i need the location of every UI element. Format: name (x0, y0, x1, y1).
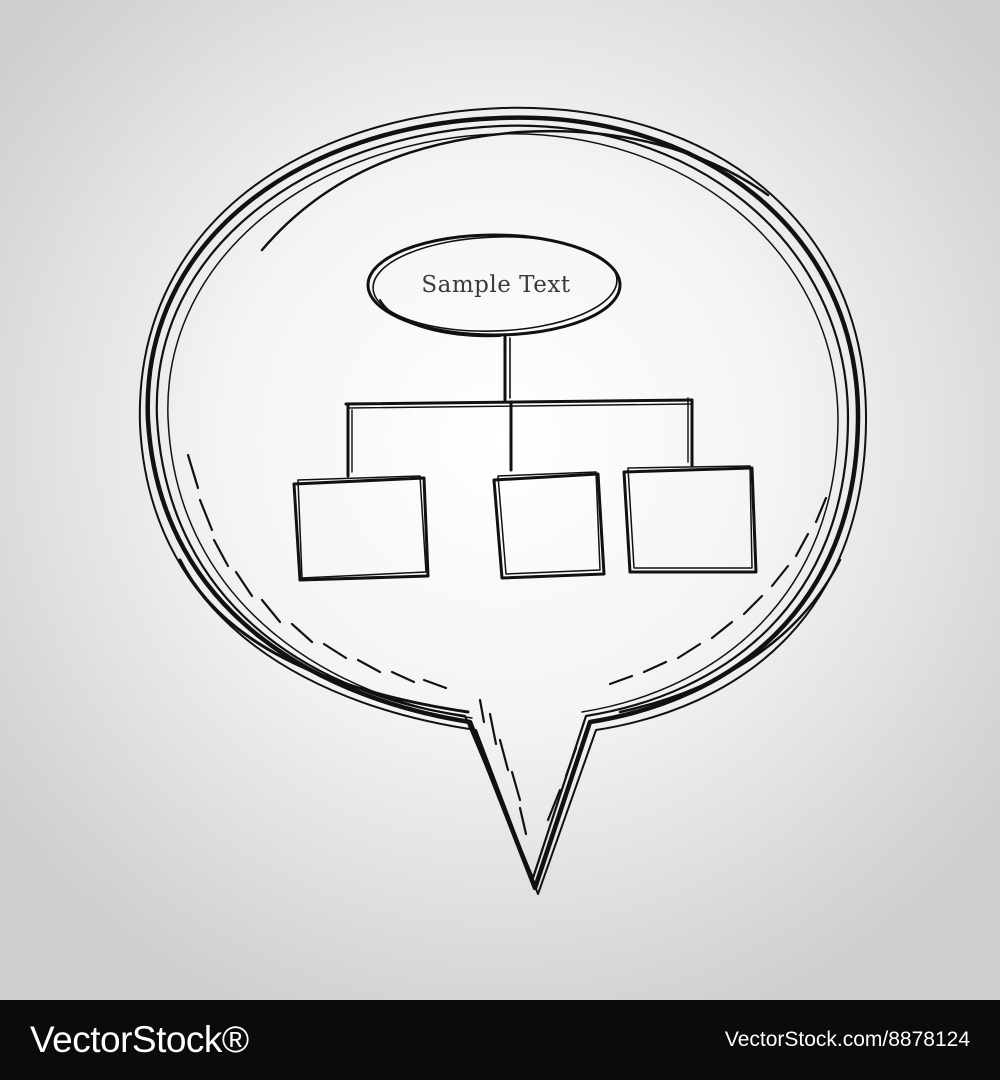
connector-lines (344, 334, 694, 478)
illustration-canvas: Sample Text (0, 0, 1000, 1000)
child-node-1 (292, 475, 430, 582)
root-node-label: Sample Text (421, 272, 570, 298)
image-id: VectorStock.com/8878124 (724, 1028, 970, 1051)
speech-bubble (138, 106, 868, 895)
child-node-3 (622, 465, 758, 574)
root-node (366, 233, 622, 338)
speech-bubble-org-chart: Sample Text (138, 106, 868, 895)
child-node-2 (492, 471, 606, 580)
brand-logo: VectorStock® (30, 1019, 249, 1060)
watermark-footer: VectorStock® VectorStock.com/8878124 (0, 1000, 1000, 1080)
